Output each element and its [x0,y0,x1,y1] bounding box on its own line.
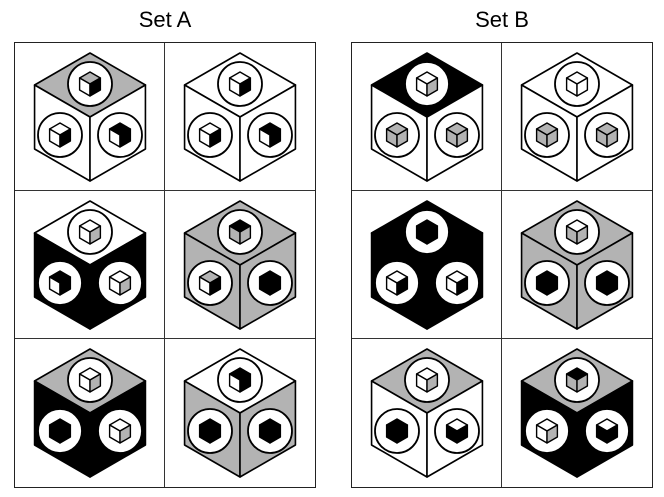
mini-cube-top-right [89,225,102,245]
grid-divider-horizontal [15,338,315,339]
puzzle-cell [165,191,315,339]
set-b-panel [351,42,653,488]
mini-cube-left-right [59,128,72,148]
mini-cube-left-right [59,424,72,444]
mini-cube-left-right [396,424,409,444]
hexagon-cube-icon [33,348,147,478]
mini-cube-top-right [239,225,252,245]
puzzle-cell [15,339,165,487]
puzzle-cell [15,191,165,339]
grid-divider-horizontal [352,190,652,191]
puzzle-cell [352,339,502,487]
hexagon-cube-icon [520,348,634,478]
mini-cube-right-right [606,276,619,296]
mini-cube-right-right [119,128,132,148]
grid-divider-vertical [501,43,502,487]
hexagon-cube-icon [370,52,484,182]
mini-cube-top-right [576,225,589,245]
grid-divider-horizontal [352,338,652,339]
grid-divider-vertical [164,43,165,487]
puzzle-cell [165,339,315,487]
puzzle-cell [15,43,165,191]
puzzle-cell [502,339,652,487]
mini-cube-right-right [456,128,469,148]
hexagon-cube-icon [183,348,297,478]
mini-cube-top-right [426,225,439,245]
mini-cube-right-right [269,276,282,296]
mini-cube-right-right [119,424,132,444]
mini-cube-top-right [89,77,102,97]
mini-cube-right-right [606,424,619,444]
mini-cube-top-right [239,77,252,97]
mini-cube-left-right [209,276,222,296]
puzzle-cell [352,191,502,339]
mini-cube-top-right [239,373,252,393]
set-a-panel [14,42,316,488]
grid-divider-horizontal [15,190,315,191]
hexagon-cube-icon [183,200,297,330]
mini-cube-left-right [396,276,409,296]
mini-cube-top-right [426,77,439,97]
hexagon-cube-icon [33,200,147,330]
puzzle-cell [502,43,652,191]
mini-cube-left-right [396,128,409,148]
mini-cube-left-right [209,424,222,444]
mini-cube-left-right [209,128,222,148]
mini-cube-left-right [546,424,559,444]
set-a-title: Set A [138,7,192,32]
hexagon-cube-icon [370,348,484,478]
mini-cube-top-right [576,77,589,97]
mini-cube-right-right [606,128,619,148]
hexagon-cube-icon [370,200,484,330]
hexagon-cube-icon [520,52,634,182]
mini-cube-left-right [59,276,72,296]
mini-cube-right-right [119,276,132,296]
mini-cube-right-right [269,424,282,444]
mini-cube-top-right [576,373,589,393]
mini-cube-left-right [546,128,559,148]
puzzle-cell [352,43,502,191]
mini-cube-left-right [546,276,559,296]
hexagon-cube-icon [183,52,297,182]
mini-cube-top-right [426,373,439,393]
hexagon-cube-icon [520,200,634,330]
mini-cube-right-right [269,128,282,148]
mini-cube-right-right [456,424,469,444]
mini-cube-top-right [89,373,102,393]
puzzle-cell [165,43,315,191]
hexagon-cube-icon [33,52,147,182]
set-b-title: Set B [475,7,529,32]
mini-cube-right-right [456,276,469,296]
puzzle-cell [502,191,652,339]
